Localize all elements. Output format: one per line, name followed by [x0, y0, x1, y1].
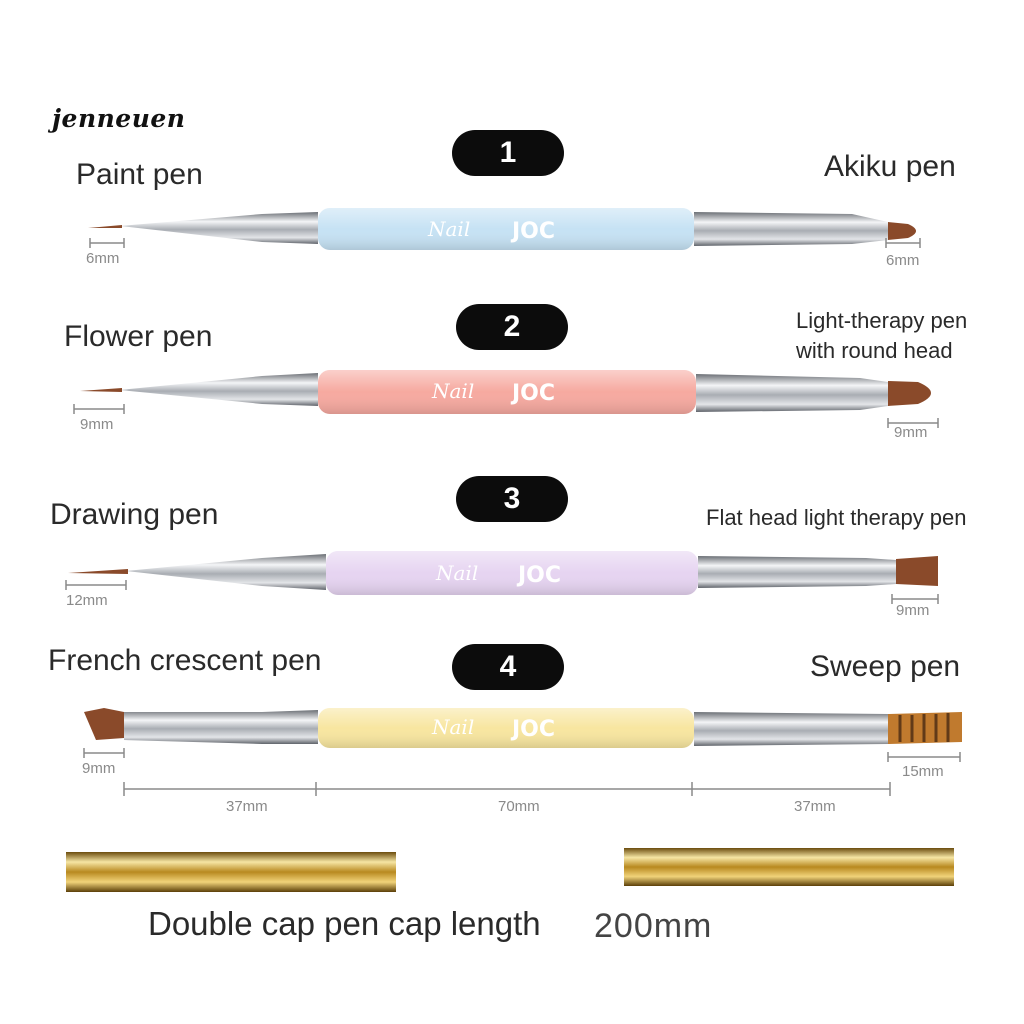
pen-1-handle-script: Nail — [427, 217, 470, 241]
cap-length-value: 200mm — [594, 907, 713, 945]
handle-script-group: Nail Nail Nail Nail — [427, 217, 478, 739]
pen-4-left-bristle — [84, 708, 124, 740]
pen-2-handle-logo: JOC — [510, 381, 555, 406]
pen-4-number-badge: 4 — [452, 644, 564, 690]
pen-3-handle-script: Nail — [435, 561, 478, 585]
pen-1-number-badge: 1 — [452, 130, 564, 176]
measure-brackets — [65, 238, 961, 796]
pen-3-number-badge: 3 — [456, 476, 568, 522]
pen-4-left-size: 9mm — [82, 760, 116, 777]
pen-3-right-size: 9mm — [896, 602, 930, 619]
pen-2-right-ferrule — [696, 374, 888, 412]
pen-4-handle-script: Nail — [431, 715, 474, 739]
pen-2-right-bristle — [888, 381, 931, 406]
pen-1-right-label: Akiku pen — [824, 150, 956, 183]
pen-1-right-size: 6mm — [886, 252, 920, 269]
pen-1-right-ferrule — [694, 212, 888, 246]
segment-left-length: 37mm — [226, 798, 268, 815]
pen-4-handle-logo: JOC — [510, 717, 555, 742]
pen-2-handle-script: Nail — [431, 379, 474, 403]
pen-3-left-size: 12mm — [66, 592, 108, 609]
pen-2-number-badge: 2 — [456, 304, 568, 350]
pen-2-left-label: Flower pen — [64, 320, 213, 353]
pen-4 — [84, 708, 962, 748]
segment-right-length: 37mm — [794, 798, 836, 815]
pen-4-left-label: French crescent pen — [48, 644, 322, 677]
pen-4-right-label: Sweep pen — [810, 650, 961, 683]
pen-3-left-bristle — [68, 569, 128, 574]
pen-2-right-label-line2: with round head — [796, 338, 953, 363]
pen-1-handle-logo: JOC — [510, 219, 555, 244]
pen-2 — [80, 370, 931, 414]
pen-4-right-size: 15mm — [902, 763, 944, 780]
pen-4-left-ferrule — [124, 710, 318, 744]
pen-3-right-bristle — [896, 556, 938, 586]
pen-3 — [68, 551, 938, 595]
pen-1-left-label: Paint pen — [76, 158, 203, 191]
pen-1-left-size: 6mm — [86, 250, 120, 267]
pen-2-right-size: 9mm — [894, 424, 928, 441]
pen-2-left-ferrule — [120, 373, 318, 406]
cap-left — [66, 852, 396, 892]
pen-4-right-ferrule — [694, 712, 888, 746]
cap-length-label: Double cap pen cap length — [148, 905, 541, 942]
pen-2-right-label: Light-therapy pen with round head — [796, 306, 967, 366]
pen-3-handle-logo: JOC — [516, 563, 561, 588]
pen-3-left-label: Drawing pen — [50, 498, 219, 531]
segment-middle-length: 70mm — [498, 798, 540, 815]
pen-1-left-bristle — [88, 225, 122, 228]
pen-2-left-size: 9mm — [80, 416, 114, 433]
pen-2-right-label-line1: Light-therapy pen — [796, 308, 968, 333]
cap-right — [624, 848, 954, 886]
handle-logo-group: JOC JOC JOC JOC — [510, 219, 561, 742]
pen-3-left-ferrule — [126, 554, 326, 590]
pen-3-right-ferrule — [698, 556, 896, 588]
pen-2-left-bristle — [80, 388, 122, 392]
pen-3-right-label: Flat head light therapy pen — [706, 505, 967, 530]
brand-logo: jenneuen — [52, 104, 186, 133]
pen-1 — [88, 208, 916, 250]
pen-1-right-bristle — [888, 222, 916, 240]
pen-1-left-ferrule — [120, 212, 318, 244]
